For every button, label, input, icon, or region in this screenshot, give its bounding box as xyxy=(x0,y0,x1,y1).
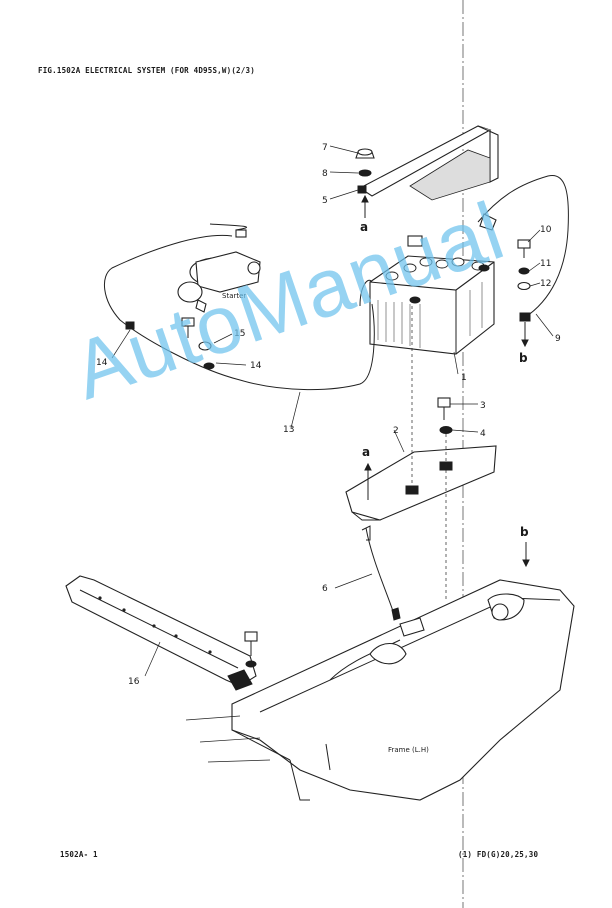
callout-12: 12 xyxy=(540,279,551,289)
connector-a-mid: a xyxy=(362,445,370,459)
callout-4: 4 xyxy=(480,429,486,439)
callout-10: 10 xyxy=(540,225,552,235)
clip-14-lower xyxy=(203,362,215,370)
bracket-16 xyxy=(65,575,258,691)
connector-b-right: b xyxy=(520,525,529,539)
callout-5: 5 xyxy=(322,196,328,206)
label-frame-lh: Frame (L.H) xyxy=(388,746,429,754)
rod-6 xyxy=(365,527,395,615)
cable-9 xyxy=(477,174,569,319)
callout-16: 16 xyxy=(128,677,140,687)
callout-11: 11 xyxy=(540,259,551,269)
callout-13: 13 xyxy=(283,425,294,435)
callout-numbers: 7 8 5 10 11 12 9 1 3 4 2 6 13 14 14 15 1… xyxy=(96,143,561,687)
callout-2: 2 xyxy=(393,426,399,436)
connector-b-bottom: b xyxy=(519,351,528,365)
battery-bracket xyxy=(357,125,499,201)
model-code: (1) FD(G)20,25,30 xyxy=(458,850,539,859)
clip-14-upper xyxy=(125,321,135,330)
callout-7: 7 xyxy=(322,143,328,153)
figure-title: FIG.1502A ELECTRICAL SYSTEM (FOR 4D95S,W… xyxy=(38,66,255,75)
callout-8: 8 xyxy=(322,169,328,179)
page-code: 1502A- 1 xyxy=(60,850,98,859)
washer-8 xyxy=(358,169,372,177)
bolt-10 xyxy=(517,239,531,258)
washer-11 xyxy=(518,267,530,275)
callout-3: 3 xyxy=(480,401,486,411)
starter-motor xyxy=(177,251,261,313)
frame-lh xyxy=(185,579,575,801)
connector-a-top: a xyxy=(360,220,368,234)
battery xyxy=(369,235,495,355)
bolt-3 xyxy=(437,397,451,420)
bolt-15 xyxy=(198,341,212,351)
nut-7 xyxy=(355,148,375,159)
callout-9: 9 xyxy=(555,334,561,344)
callout-1: 1 xyxy=(461,373,467,383)
washer-12 xyxy=(517,281,531,291)
callout-14-left: 14 xyxy=(96,358,108,368)
leader-lines xyxy=(111,145,554,677)
callout-6: 6 xyxy=(322,584,328,594)
washer-4 xyxy=(439,426,453,434)
label-starter: Starter xyxy=(222,292,246,300)
callout-15: 15 xyxy=(234,329,245,339)
callout-14-right: 14 xyxy=(250,361,262,371)
cable-13 xyxy=(103,234,375,391)
